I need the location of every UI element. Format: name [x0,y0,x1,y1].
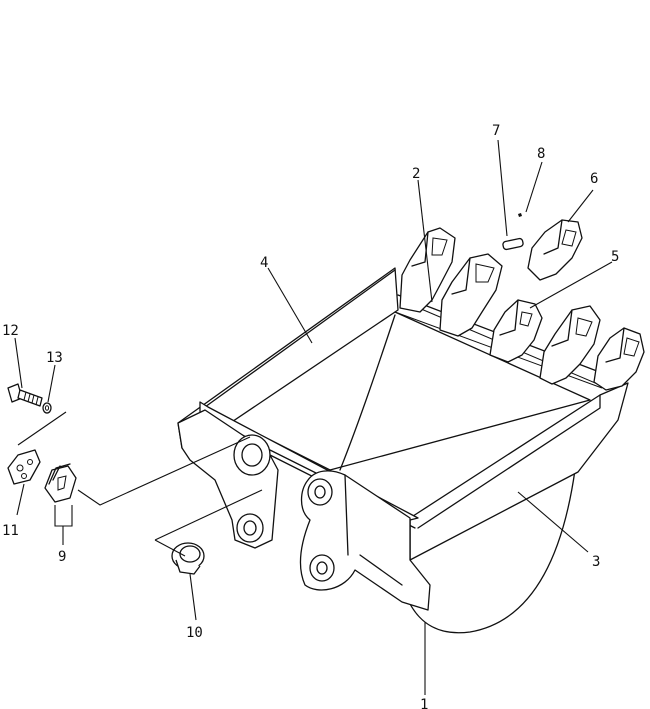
callout-labels: 1 2 3 4 5 6 7 8 9 10 11 12 13 [2,123,619,709]
callout-6: 6 [590,171,598,187]
leader-lines [14,139,613,695]
bucket-bottom-shell [339,314,396,471]
shim-stack [44,463,77,503]
callout-8: 8 [537,146,545,162]
retainer-plate [7,449,41,485]
exploded-tooth-assembly [502,213,583,281]
tooth-5 [593,327,645,391]
tooth-3 [489,299,543,363]
tooth-4 [539,305,601,385]
callout-2: 2 [412,166,420,182]
tooth-1 [399,227,456,313]
teeth-row [397,227,645,391]
callout-10: 10 [186,625,203,641]
callout-1: 1 [420,697,428,709]
right-mount-bracket [299,470,431,611]
callout-4: 4 [260,255,268,271]
bolt [7,383,43,407]
bucket-body [177,267,629,634]
bushing [171,542,205,575]
tooth-point [527,219,583,281]
callout-11: 11 [2,523,19,539]
callout-13: 13 [46,350,63,366]
callout-5: 5 [611,249,619,265]
callout-9: 9 [58,549,66,565]
washer [42,402,52,414]
callout-3: 3 [592,554,600,570]
lock-washer [518,213,522,217]
tooth-2 [439,253,503,337]
right-side-plate [409,382,629,561]
loose-parts [7,383,205,575]
tooth-pin [502,237,524,251]
callout-7: 7 [492,123,500,139]
callout-12: 12 [2,323,19,339]
